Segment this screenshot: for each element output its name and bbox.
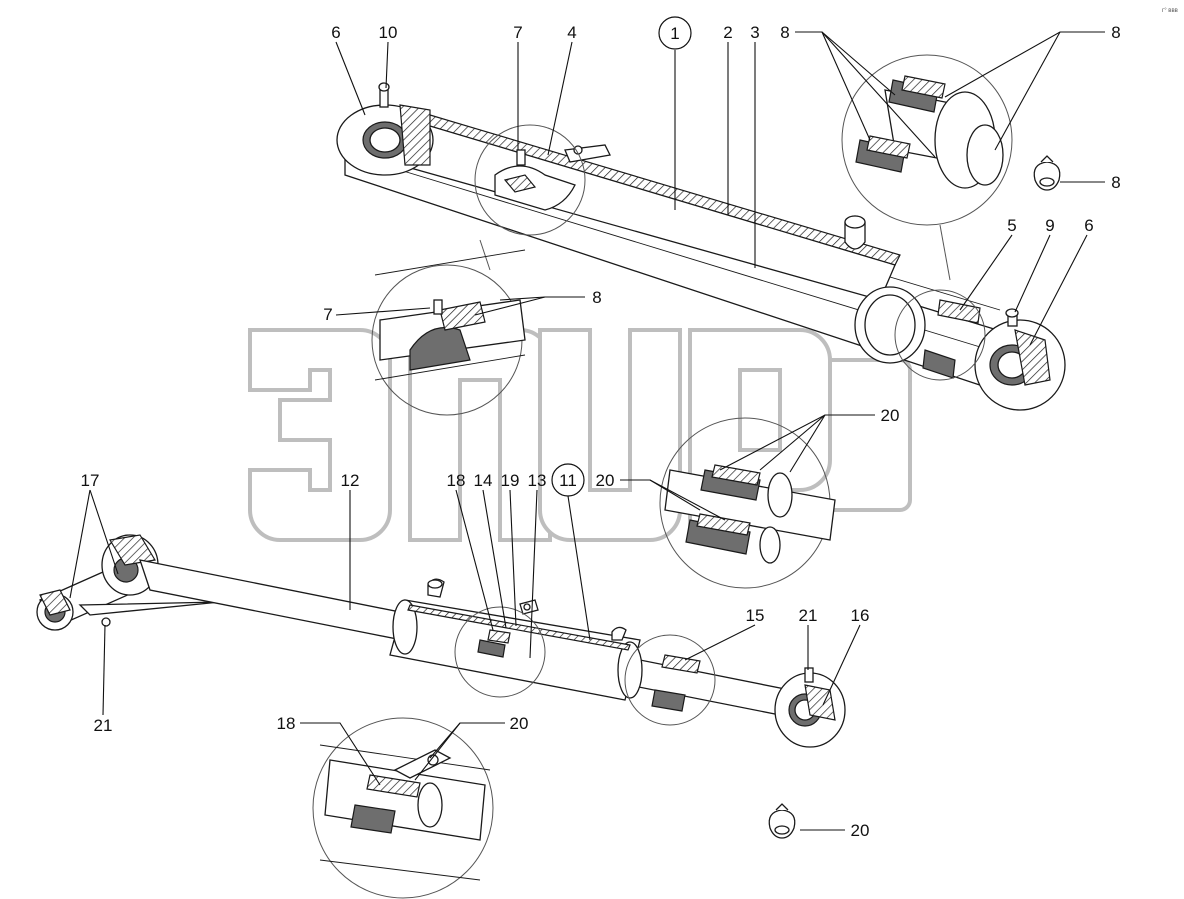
seal-detail-18-20: [312, 717, 494, 899]
callout-5: 5: [1007, 216, 1016, 235]
callout-8-top-right: 8: [1111, 23, 1120, 42]
callout-3: 3: [750, 23, 759, 42]
callout-11: 11: [559, 471, 577, 490]
callout-13: 13: [528, 471, 547, 490]
callout-circle-1: [658, 16, 692, 50]
callout-19: 19: [501, 471, 520, 490]
callout-18-main: 18: [447, 471, 466, 490]
leader-lines: [69, 31, 1105, 831]
callout-20-upper: 20: [881, 406, 900, 425]
callout-20-kit: 20: [851, 821, 870, 840]
callout-14: 14: [474, 471, 493, 490]
callout-15: 15: [746, 606, 765, 625]
callout-6-right: 6: [1084, 216, 1093, 235]
callout-8-detail: 8: [592, 288, 601, 307]
callout-labels: 1 2 3 4 5 6 6 7 7 8 8 8 8 9 10 11 12 13 …: [81, 23, 1121, 840]
callout-2: 2: [723, 23, 732, 42]
seal-detail-upper: [841, 54, 1013, 281]
callout-20-detail: 20: [510, 714, 529, 733]
callout-7-detail: 7: [323, 305, 332, 324]
callout-20-middle: 20: [596, 471, 615, 490]
cylinder-tube-assembly: [336, 82, 1066, 411]
callout-21-left: 21: [94, 716, 113, 735]
callout-1: 1: [670, 24, 679, 43]
callout-8-kit: 8: [1111, 173, 1120, 192]
callout-10: 10: [379, 23, 398, 42]
callout-4: 4: [567, 23, 576, 42]
callout-circle-11: [551, 463, 585, 497]
callout-12: 12: [341, 471, 360, 490]
repair-kit-8-icon: [1033, 155, 1061, 191]
callout-9: 9: [1045, 216, 1054, 235]
repair-kit-20-icon: [768, 803, 796, 839]
callout-6-left: 6: [331, 23, 340, 42]
callout-7-top: 7: [513, 23, 522, 42]
callout-8-top-left: 8: [780, 23, 789, 42]
piston-rod-assembly: [36, 534, 846, 748]
callout-17: 17: [81, 471, 100, 490]
callout-21-right: 21: [799, 606, 818, 625]
corner-mark: г° ввв: [1162, 8, 1178, 14]
seal-detail-middle: [371, 239, 526, 416]
seal-detail-20-right: [659, 417, 836, 589]
callout-18-detail: 18: [277, 714, 296, 733]
callout-16: 16: [851, 606, 870, 625]
